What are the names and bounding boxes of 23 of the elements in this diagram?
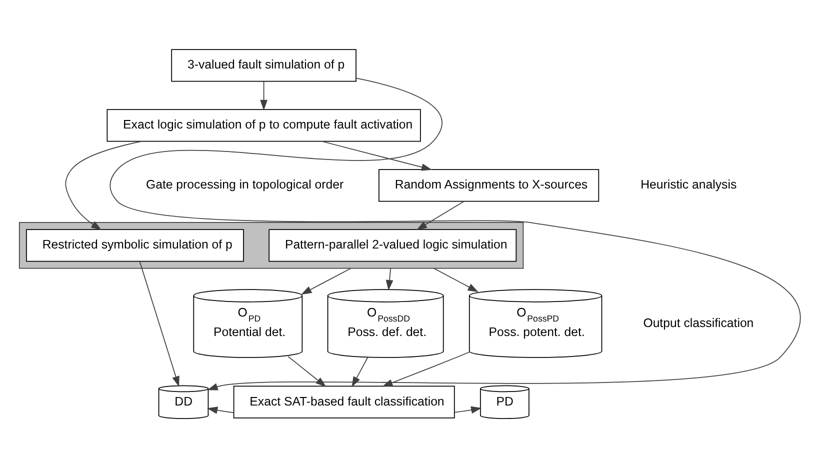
node-box: Exact SAT-based fault classification <box>233 386 455 418</box>
arrow <box>322 140 432 171</box>
node-box: 3-valued fault simulation of p <box>171 49 356 82</box>
node-box: Pattern-parallel 2-valued logic simulation <box>268 229 517 262</box>
arrow <box>386 268 394 291</box>
node-box: Exact logic simulation of p to compute fault activation <box>106 109 421 142</box>
arrow <box>301 268 352 295</box>
arrow <box>288 356 326 387</box>
arrow <box>260 81 268 110</box>
arrow <box>454 406 482 414</box>
label: Heuristic analysis <box>640 178 737 192</box>
arrow <box>139 261 180 387</box>
arrow <box>434 268 478 292</box>
label: Gate processing in topological order <box>146 178 344 192</box>
node-box: Random Assignments to X-sources <box>378 169 600 202</box>
arrow <box>110 78 801 390</box>
arrow <box>352 357 368 388</box>
label: Output classification <box>643 316 754 330</box>
arrow <box>382 352 470 387</box>
arrow <box>416 201 464 230</box>
node-box: Restricted symbolic simulation of p <box>26 229 244 262</box>
arrow <box>65 140 142 230</box>
arrow <box>206 406 234 414</box>
